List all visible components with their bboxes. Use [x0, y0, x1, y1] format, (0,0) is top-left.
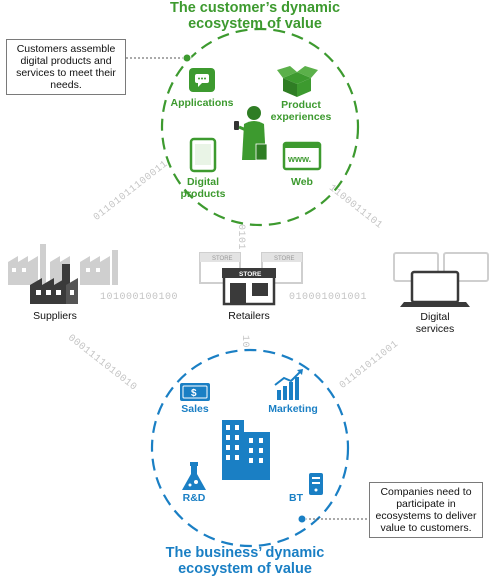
- lab-flask-icon: [182, 462, 206, 490]
- svg-text:www.: www.: [287, 154, 311, 164]
- marketing-label: Marketing: [268, 403, 318, 415]
- business-ecosystem-circle: [150, 348, 350, 548]
- rnd-label: R&D: [182, 492, 206, 504]
- top-callout-anchor: [182, 53, 192, 63]
- web-label: Web: [291, 176, 313, 188]
- binary-stream-center-vertical: 0101: [235, 224, 246, 251]
- binary-stream-mid-right: 010001001001: [289, 292, 368, 303]
- svg-text:STORE: STORE: [239, 271, 262, 278]
- digital-services-label: Digital services: [415, 311, 455, 335]
- suppliers-label: Suppliers: [33, 310, 77, 322]
- person-with-phone-icon: [234, 106, 268, 161]
- product-box-icon: [277, 66, 318, 97]
- sales-label: Sales: [181, 403, 209, 415]
- retailers-store-icon: STORE STORE STORE: [199, 252, 303, 306]
- customer-ecosystem-title: The customer’s dynamic ecosystem of valu…: [169, 0, 341, 32]
- bottom-callout-anchor: [297, 514, 307, 524]
- bt-label: BT: [289, 492, 303, 504]
- dollar-bill-icon: $: [180, 383, 210, 401]
- growth-chart-icon: [274, 369, 303, 400]
- applications-label: Applications: [170, 97, 234, 109]
- server-icon: [309, 473, 323, 495]
- office-building-icon: [222, 420, 270, 480]
- product-experiences-label: Product experiences: [270, 99, 332, 123]
- web-browser-icon: www.: [282, 141, 322, 171]
- binary-stream-lower-center: 10: [239, 335, 250, 349]
- business-callout: Companies need to participate in ecosyst…: [369, 482, 483, 538]
- customer-ecosystem-circle: [160, 27, 360, 227]
- applications-icon: [189, 68, 215, 92]
- retailers-label: Retailers: [228, 310, 270, 322]
- svg-text:$: $: [191, 388, 197, 399]
- customer-callout: Customers assemble digital products and …: [6, 39, 126, 95]
- svg-text:STORE: STORE: [212, 256, 233, 262]
- digital-services-laptop-icon: [393, 252, 489, 307]
- svg-text:STORE: STORE: [274, 256, 295, 262]
- business-ecosystem-title: The business’ dynamic ecosystem of value: [165, 545, 325, 577]
- tablet-icon: [189, 137, 217, 173]
- digital-products-label: Digital products: [180, 176, 226, 200]
- suppliers-factory-icon: [8, 244, 118, 304]
- binary-stream-mid-left: 101000100100: [100, 292, 179, 303]
